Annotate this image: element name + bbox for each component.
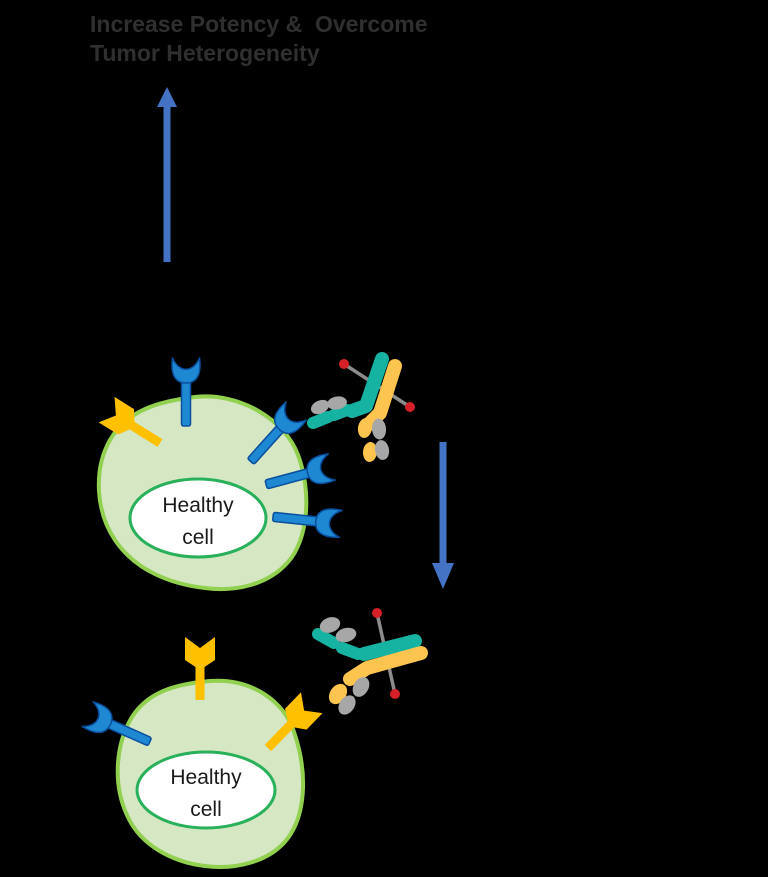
cell-nucleus (128, 477, 268, 559)
payload-dot-icon (405, 402, 415, 412)
cell-label-line-2: cell (182, 526, 214, 549)
adc-fab-gray (371, 418, 387, 440)
adc-fab-gray (335, 627, 357, 643)
cell-label-line-1: Healthy (170, 766, 242, 789)
adc-fab-gray (319, 617, 341, 633)
adc-fab-gray (327, 396, 347, 410)
adc-heavy-chain-yellow (343, 646, 428, 686)
adc-light-chain-teal (328, 404, 353, 421)
diagram-title: Increase Potency & Overcome Tumor Hetero… (90, 10, 428, 68)
adc-light-chain-teal (307, 411, 334, 429)
cell-label-line-1: Healthy (162, 494, 234, 517)
antibody-drug-conjugate-icon (307, 352, 415, 462)
adc-fab-gray (374, 440, 390, 460)
adc-fab-yellow (362, 442, 378, 462)
cell-nucleus (135, 750, 277, 830)
antibody-drug-conjugate-icon (312, 608, 428, 715)
down-arrow-icon (432, 442, 454, 589)
healthy-cell-1: Healthy cell (96, 394, 309, 592)
adc-fab-gray (310, 399, 330, 415)
payload-dot-icon (339, 359, 349, 369)
title-line-2: Tumor Heterogeneity (90, 40, 320, 66)
adc-fab-yellow (357, 418, 373, 438)
up-arrow-icon (157, 87, 177, 262)
adc-heavy-chain-teal (345, 352, 389, 418)
payload-dot-icon (390, 689, 400, 699)
cell-label-line-2: cell (190, 798, 222, 821)
payload-dot-icon (372, 608, 382, 618)
adc-heavy-chain-yellow (362, 359, 402, 431)
adc-light-chain-teal (336, 642, 364, 660)
title-line-1: Increase Potency & Overcome (90, 11, 428, 37)
adc-fab-gray (338, 695, 356, 715)
adc-fab-gray (352, 677, 370, 697)
adc-heavy-chain-teal (357, 634, 422, 661)
adc-light-chain-teal (312, 628, 340, 649)
healthy-cell-2: Healthy cell (115, 678, 305, 869)
